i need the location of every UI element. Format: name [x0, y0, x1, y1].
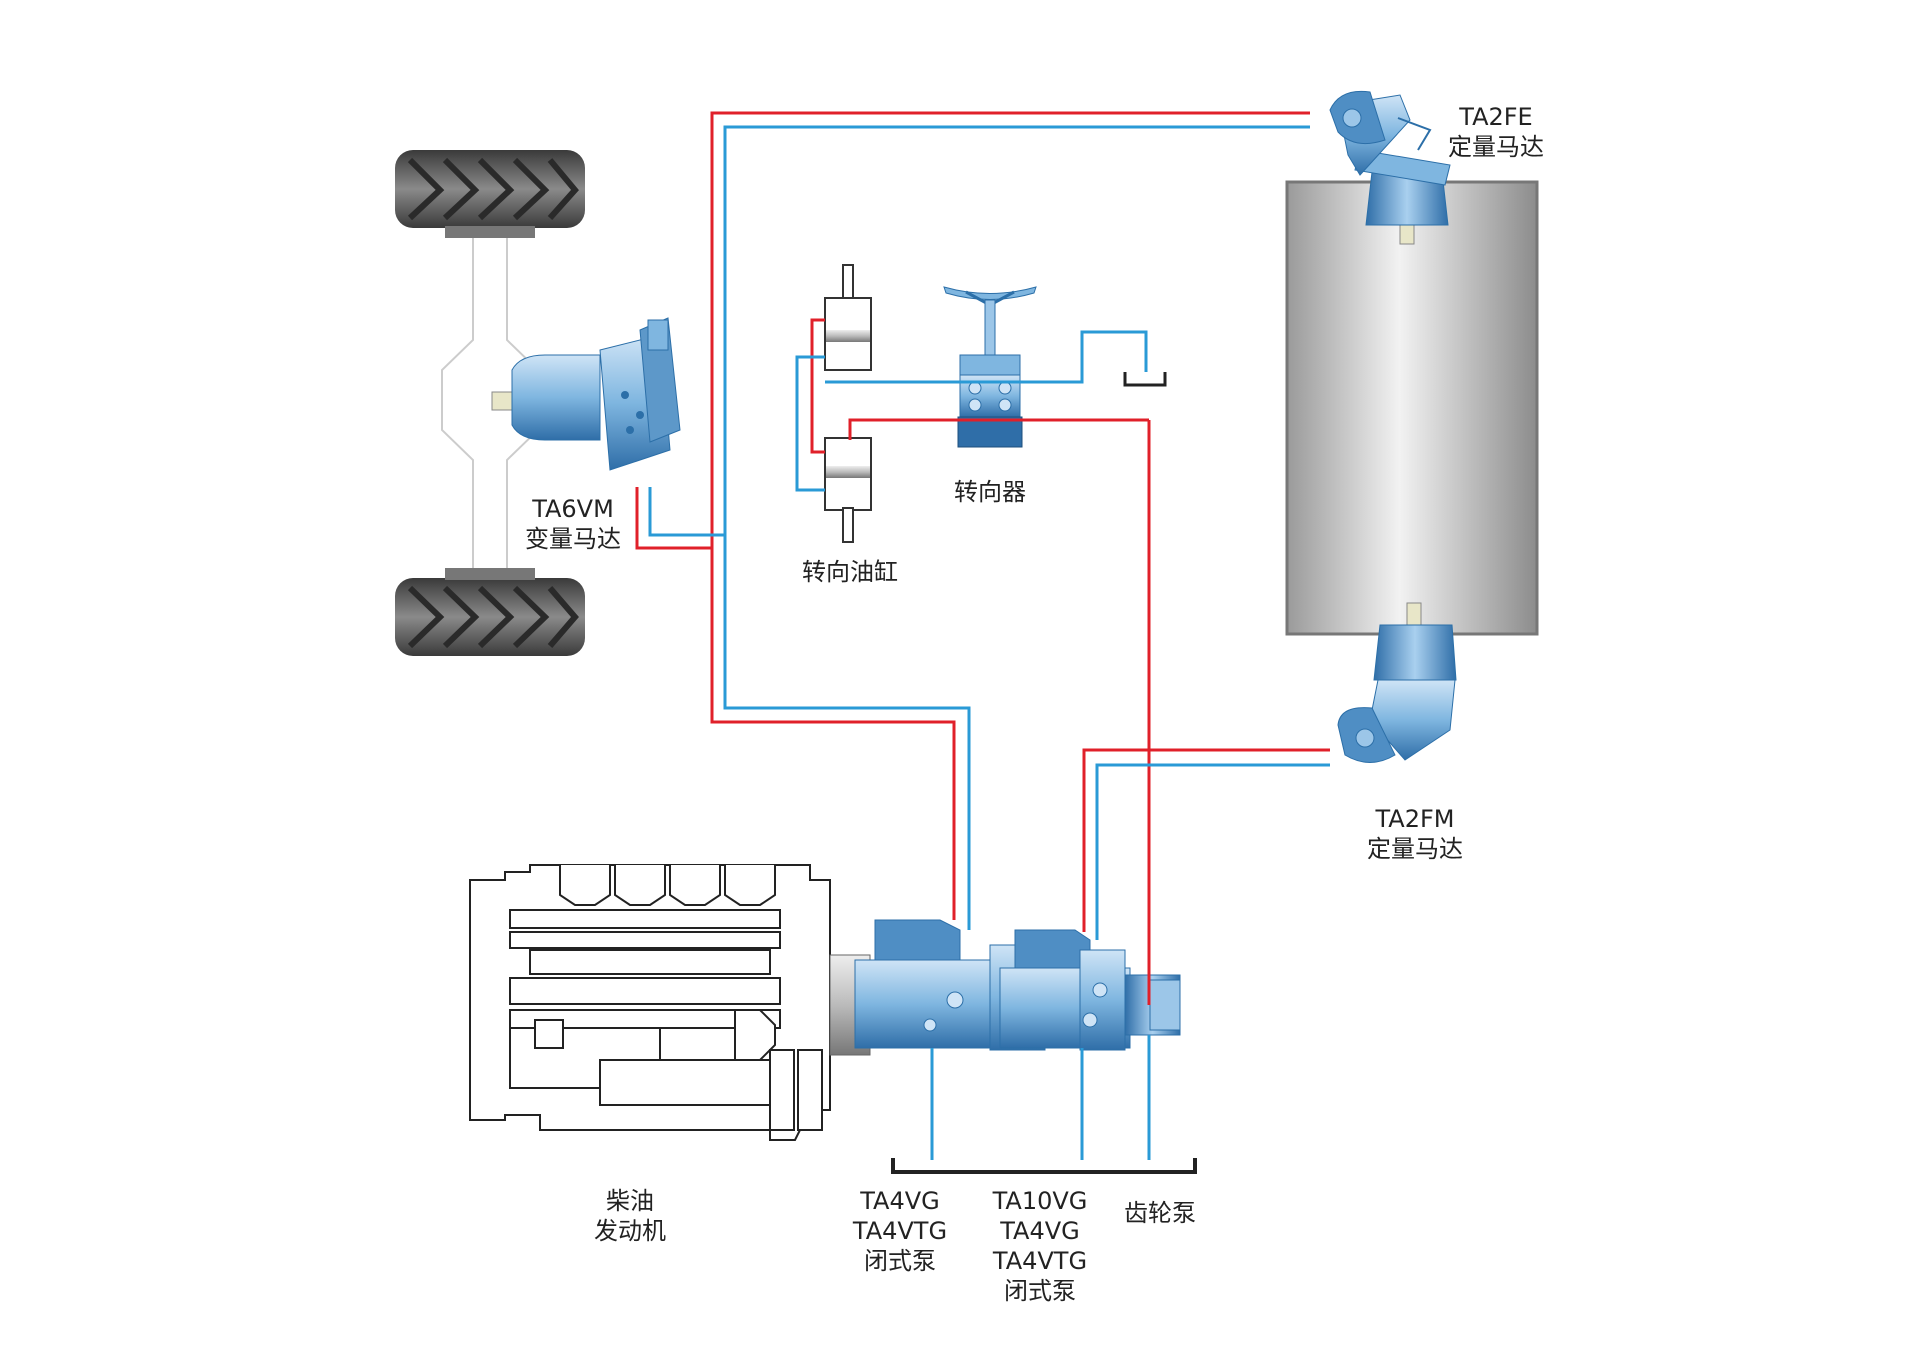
gear-pump-label: 齿轮泵 — [1124, 1199, 1196, 1227]
pump-icon — [999, 929, 1131, 1051]
pump2-line3: TA4VTG — [992, 1247, 1088, 1275]
tank-icon — [1123, 372, 1167, 387]
return-line — [1095, 763, 1330, 940]
ta2fm-model: TA2FM — [1375, 805, 1455, 833]
ta2fm-desc: 定量马达 — [1367, 835, 1463, 863]
return-line — [648, 487, 725, 537]
axle-assembly — [395, 150, 585, 656]
tank-icon — [891, 1158, 1197, 1174]
pump1-line2: TA4VTG — [852, 1217, 948, 1245]
pump2-line2: TA4VG — [1000, 1217, 1080, 1245]
pump1-line1: TA4VG — [860, 1187, 940, 1215]
return-line — [825, 330, 1148, 384]
return-line — [723, 125, 1310, 930]
pump1-line3: 闭式泵 — [864, 1247, 936, 1275]
tire-icon — [395, 568, 585, 656]
ta6vm-desc: 变量马达 — [525, 525, 621, 553]
pump1-label: TA4VG TA4VTG 闭式泵 — [845, 1186, 955, 1276]
drum-icon — [1285, 180, 1539, 636]
pump2-line1: TA10VG — [992, 1187, 1088, 1215]
hydraulic-motor-icon — [1337, 602, 1457, 763]
ta2fm-label: TA2FM 定量马达 — [1355, 804, 1475, 864]
pressure-line — [635, 487, 712, 550]
steering-wheel-icon — [943, 286, 1037, 448]
steering-unit-label: 转向器 — [954, 478, 1026, 506]
cylinder-icon — [824, 437, 872, 543]
diesel-engine-label: 柴油 发动机 — [580, 1186, 680, 1246]
engine-icon — [469, 864, 831, 1141]
diesel-line2: 发动机 — [594, 1217, 666, 1245]
hydraulic-motor-icon — [1329, 90, 1451, 245]
steering-cylinder-label: 转向油缸 — [802, 558, 898, 586]
return-line — [795, 355, 825, 492]
ta2fe-label: TA2FE 定量马达 — [1436, 102, 1556, 162]
pressure-line — [848, 418, 1149, 440]
pump2-line4: 闭式泵 — [1004, 1277, 1076, 1305]
cylinder-icon — [824, 264, 872, 371]
hydraulic-motor-icon — [491, 317, 681, 471]
pressure-line — [1082, 748, 1330, 932]
pressure-line — [810, 318, 825, 454]
ta6vm-model: TA6VM — [532, 495, 614, 523]
tire-icon — [395, 150, 585, 238]
diesel-line1: 柴油 — [606, 1187, 654, 1215]
pump-icon — [1124, 974, 1181, 1036]
ta2fe-model: TA2FE — [1459, 103, 1533, 131]
ta2fe-desc: 定量马达 — [1448, 133, 1544, 161]
ta6vm-label: TA6VM 变量马达 — [513, 494, 633, 554]
pump2-label: TA10VG TA4VG TA4VTG 闭式泵 — [980, 1186, 1100, 1306]
pressure-line — [710, 111, 1310, 920]
